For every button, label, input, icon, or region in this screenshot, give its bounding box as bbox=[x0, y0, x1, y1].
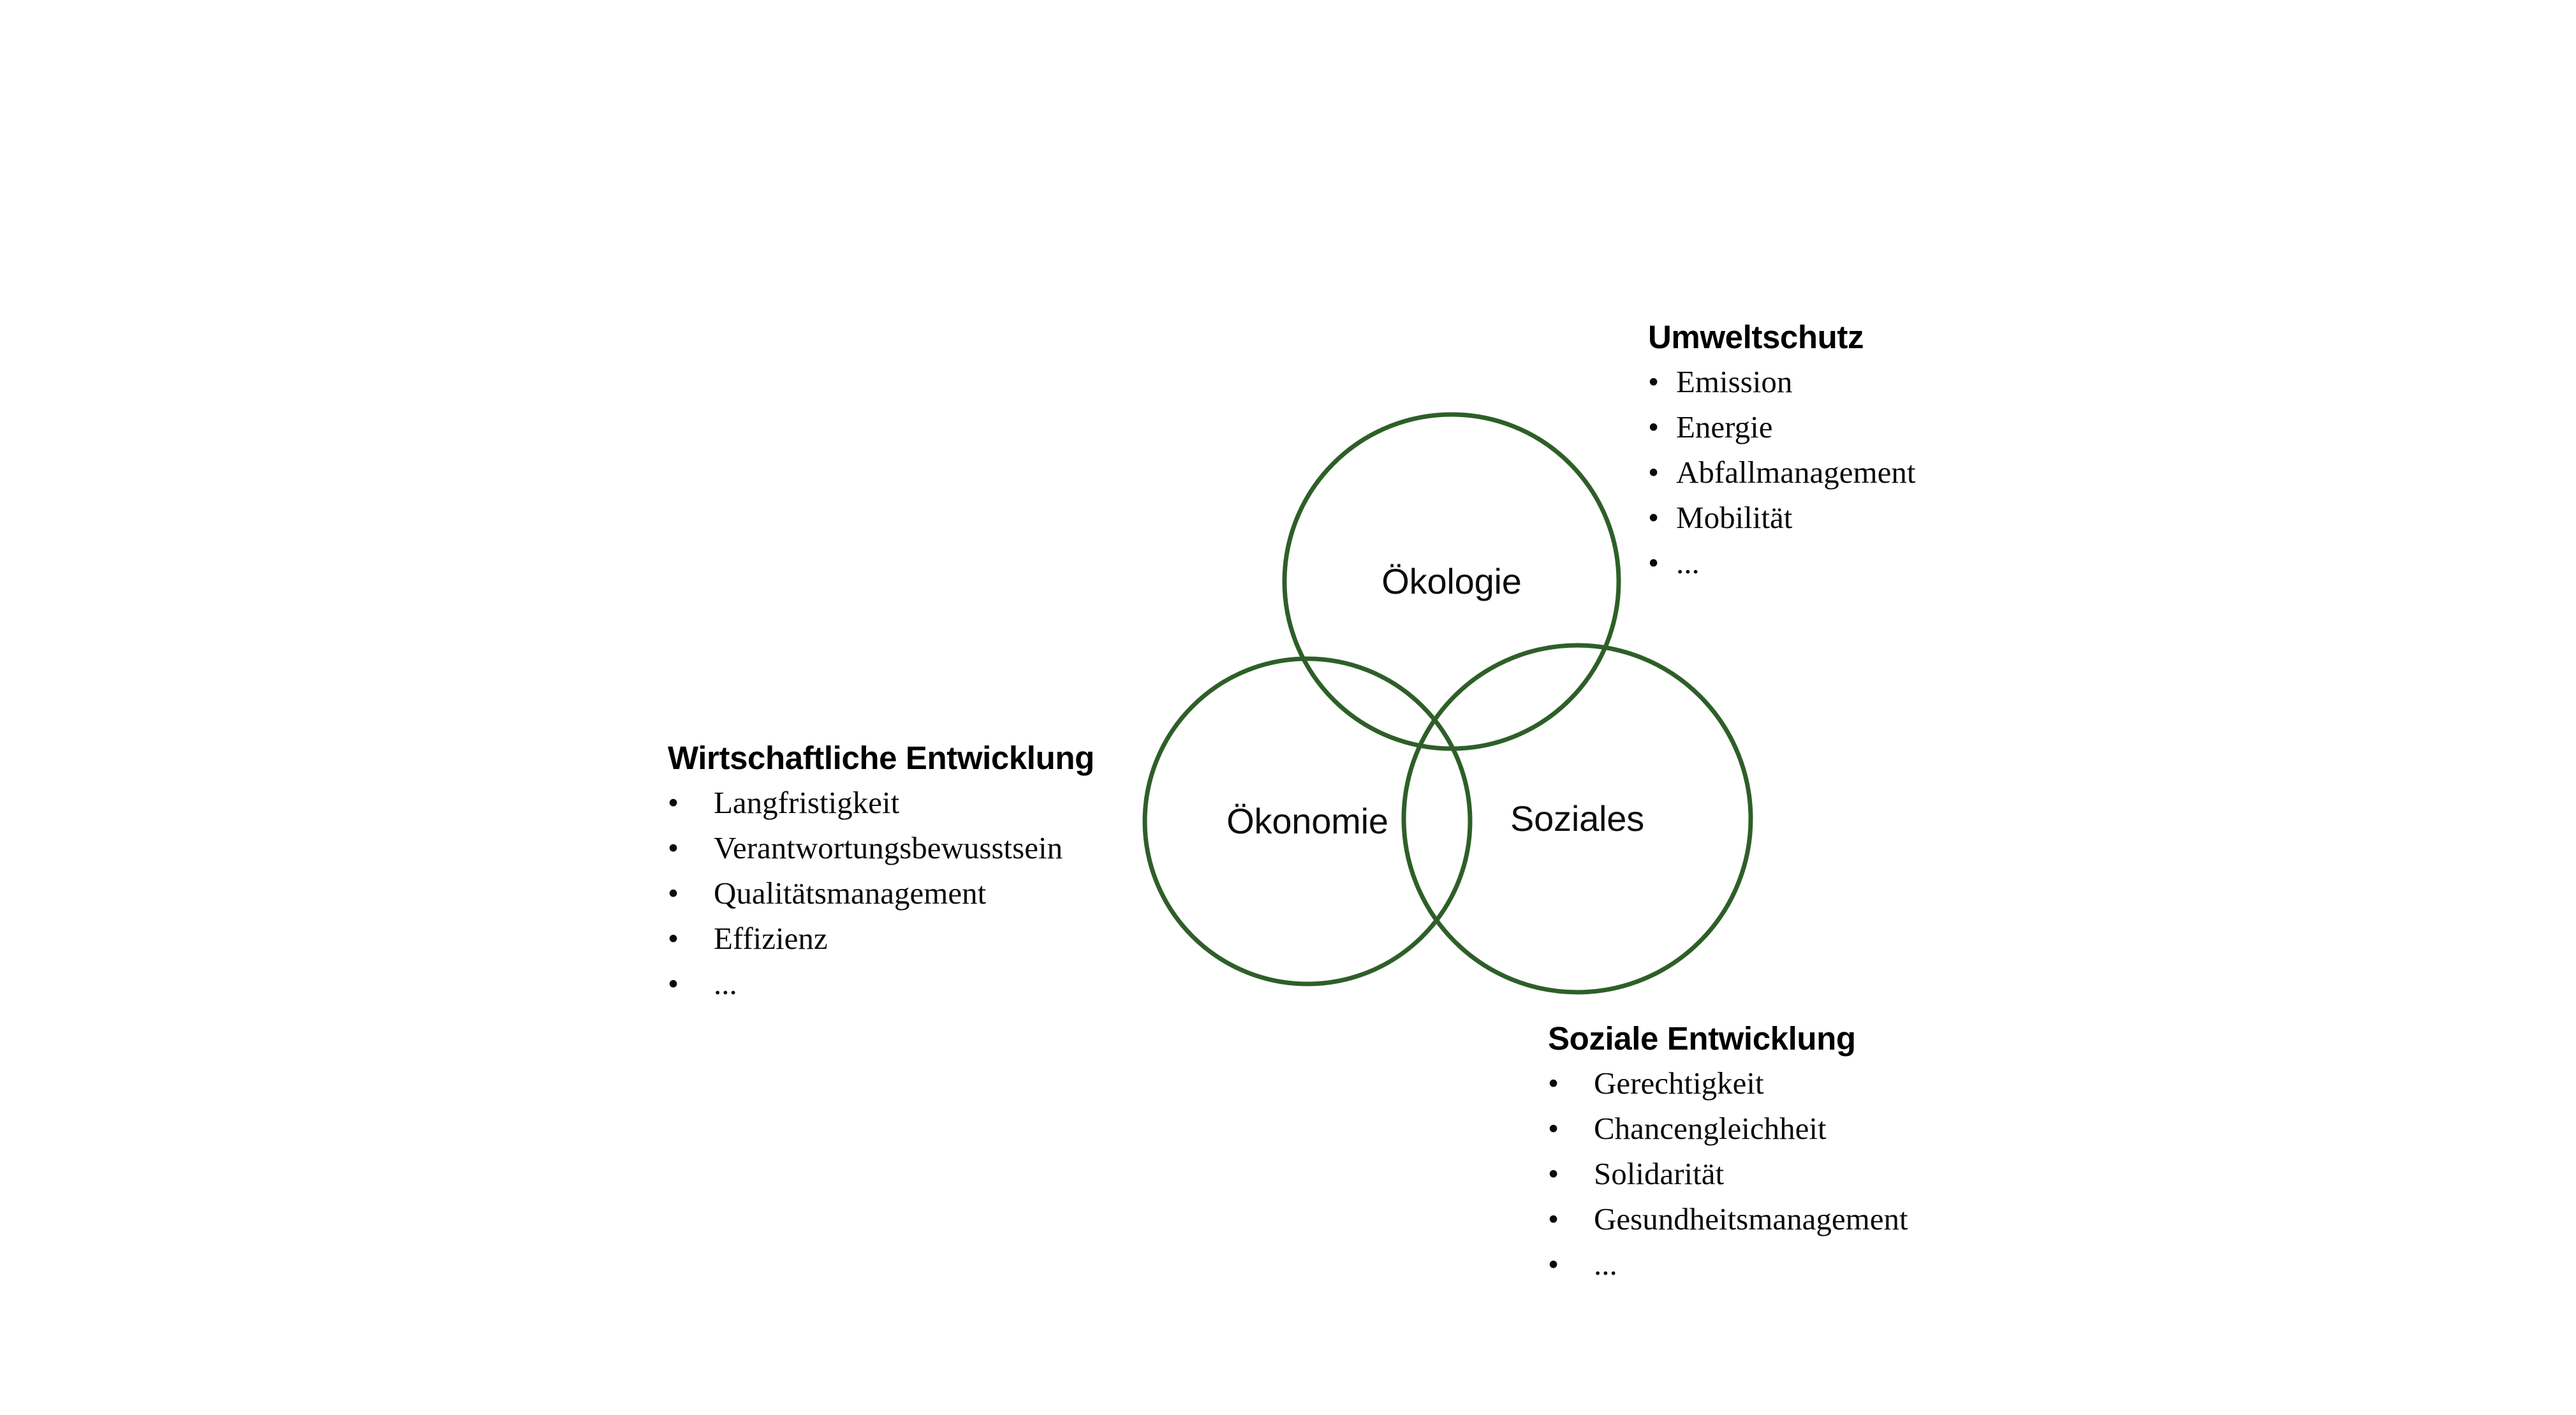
annotation-list-soziale-entwicklung: • Gerechtigkeit • Chancengleichheit • So… bbox=[1548, 1060, 1908, 1287]
list-item: • Emission bbox=[1648, 359, 1916, 404]
bullet-icon: • bbox=[668, 830, 679, 866]
list-item: • Gerechtigkeit bbox=[1548, 1060, 1908, 1106]
bullet-icon: • bbox=[1648, 500, 1660, 536]
venn-circle-oekonomie[interactable] bbox=[1142, 656, 1473, 986]
list-item: • Chancengleichheit bbox=[1548, 1106, 1908, 1151]
annotation-block-umweltschutz: Umweltschutz • Emission • Energie • Abfa… bbox=[1648, 319, 1916, 585]
list-item: • Abfallmanagement bbox=[1648, 450, 1916, 495]
annotation-title-wirtschaftliche-entwicklung: Wirtschaftliche Entwicklung bbox=[668, 740, 1094, 776]
list-item: • Mobilität bbox=[1648, 495, 1916, 540]
bullet-icon: • bbox=[1548, 1201, 1559, 1237]
list-item-label: Verantwortungsbewusstsein bbox=[714, 830, 1063, 866]
bullet-icon: • bbox=[1648, 409, 1660, 445]
bullet-icon: • bbox=[1648, 545, 1660, 581]
list-item: • Qualitätsmanagement bbox=[668, 870, 1094, 916]
list-item: • Gesundheitsmanagement bbox=[1548, 1196, 1908, 1242]
annotation-block-wirtschaftliche-entwicklung: Wirtschaftliche Entwicklung • Langfristi… bbox=[668, 740, 1094, 1006]
bullet-icon: • bbox=[668, 876, 679, 911]
list-item-label: Gerechtigkeit bbox=[1594, 1066, 1764, 1101]
list-item-label: Abfallmanagement bbox=[1676, 455, 1916, 490]
list-item-label: Qualitätsmanagement bbox=[714, 876, 987, 911]
list-item-label: ... bbox=[714, 966, 737, 1002]
list-item-label: ... bbox=[1594, 1247, 1617, 1282]
bullet-icon: • bbox=[1548, 1247, 1559, 1282]
list-item: • ... bbox=[1548, 1242, 1908, 1287]
list-item-label: Chancengleichheit bbox=[1594, 1111, 1827, 1147]
annotation-title-soziale-entwicklung: Soziale Entwicklung bbox=[1548, 1020, 1856, 1057]
bullet-icon: • bbox=[668, 785, 679, 821]
list-item: • Energie bbox=[1648, 404, 1916, 450]
annotation-block-soziale-entwicklung: Soziale Entwicklung • Gerechtigkeit • Ch… bbox=[1548, 1020, 1908, 1287]
list-item: • ... bbox=[668, 961, 1094, 1006]
list-item: • Effizienz bbox=[668, 916, 1094, 961]
venn-circle-label-oekonomie: Ökonomie bbox=[1226, 801, 1388, 841]
list-item: • ... bbox=[1648, 540, 1916, 585]
venn-circle-label-soziales: Soziales bbox=[1510, 798, 1645, 839]
list-item-label: Effizienz bbox=[714, 921, 828, 957]
list-item-label: Mobilität bbox=[1676, 500, 1793, 536]
bullet-icon: • bbox=[1548, 1066, 1559, 1101]
list-item-label: Energie bbox=[1676, 409, 1773, 445]
list-item: • Verantwortungsbewusstsein bbox=[668, 825, 1094, 870]
annotation-list-umweltschutz: • Emission • Energie • Abfallmanagement … bbox=[1648, 359, 1916, 585]
annotation-list-wirtschaftliche-entwicklung: • Langfristigkeit • Verantwortungsbewuss… bbox=[668, 780, 1094, 1006]
annotation-title-umweltschutz: Umweltschutz bbox=[1648, 319, 1864, 355]
bullet-icon: • bbox=[1648, 364, 1660, 400]
list-item-label: Emission bbox=[1676, 364, 1793, 400]
bullet-icon: • bbox=[1648, 455, 1660, 490]
list-item-label: Solidarität bbox=[1594, 1156, 1725, 1192]
venn-circle-soziales[interactable] bbox=[1401, 643, 1753, 995]
list-item: • Langfristigkeit bbox=[668, 780, 1094, 825]
bullet-icon: • bbox=[668, 921, 679, 957]
bullet-icon: • bbox=[1548, 1156, 1559, 1192]
bullet-icon: • bbox=[1548, 1111, 1559, 1147]
venn-circle-label-oekologie: Ökologie bbox=[1381, 561, 1522, 601]
bullet-icon: • bbox=[668, 966, 679, 1002]
list-item-label: Langfristigkeit bbox=[714, 785, 900, 821]
list-item-label: Gesundheitsmanagement bbox=[1594, 1201, 1908, 1237]
list-item-label: ... bbox=[1676, 545, 1700, 581]
list-item: • Solidarität bbox=[1548, 1151, 1908, 1196]
